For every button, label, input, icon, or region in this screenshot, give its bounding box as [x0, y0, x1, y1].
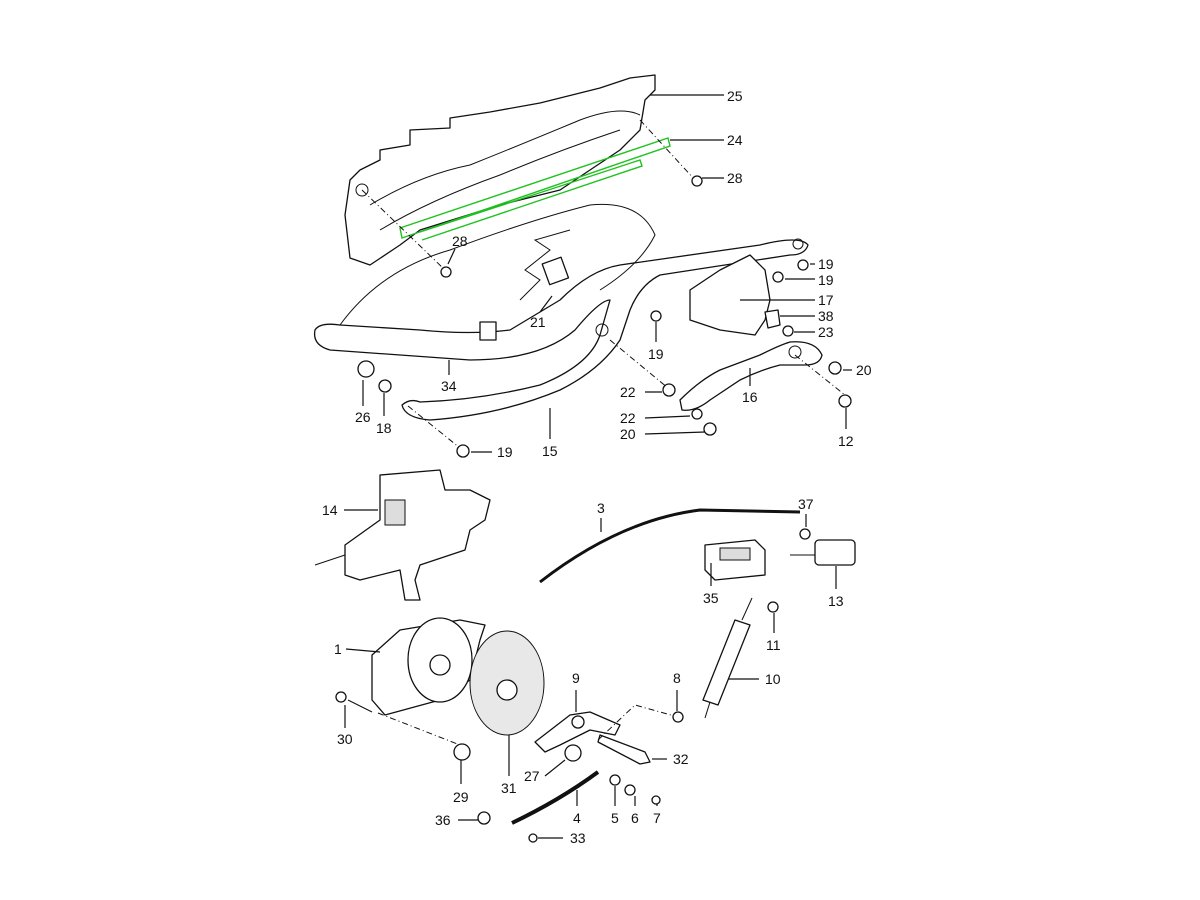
- nut-5-icon: [609, 774, 621, 786]
- callout-33[interactable]: 33: [570, 830, 586, 846]
- part-4-link-rod: [511, 770, 600, 825]
- part-1-mechanism: [371, 617, 486, 716]
- callout-23[interactable]: 23: [818, 324, 834, 340]
- part-35-module: [704, 539, 766, 581]
- callout-20[interactable]: 20: [620, 426, 636, 442]
- callout-34[interactable]: 34: [441, 378, 457, 394]
- bolt-32-icon: [597, 734, 651, 765]
- callout-38[interactable]: 38: [818, 308, 834, 324]
- nut-22-icon: [662, 383, 676, 397]
- clip-20-icon: [828, 361, 842, 375]
- callout-30[interactable]: 30: [337, 731, 353, 747]
- callout-32[interactable]: 32: [673, 751, 689, 767]
- callout-28[interactable]: 28: [452, 233, 468, 249]
- part-13-motor: [790, 539, 856, 566]
- part-3-cable: [539, 508, 801, 584]
- clip-37-icon: [799, 528, 811, 540]
- nut-22-icon: [691, 408, 703, 420]
- callout-13[interactable]: 13: [828, 593, 844, 609]
- screw-28-icon: [691, 175, 703, 187]
- callout-15[interactable]: 15: [542, 443, 558, 459]
- callout-4[interactable]: 4: [573, 810, 581, 826]
- callout-8[interactable]: 8: [673, 670, 681, 686]
- callout-5[interactable]: 5: [611, 810, 619, 826]
- nut-6-icon: [624, 784, 636, 796]
- callout-14[interactable]: 14: [322, 502, 338, 518]
- screw-28-icon: [440, 266, 452, 278]
- part-10-gas-spring: [702, 597, 753, 719]
- nut-19-icon: [772, 271, 784, 283]
- part-14-control-unit: [314, 469, 491, 601]
- nut-19-icon: [650, 310, 662, 322]
- callout-25[interactable]: 25: [727, 88, 743, 104]
- screw-30-icon: [335, 691, 347, 703]
- bushing-27-icon: [564, 744, 582, 762]
- callout-11[interactable]: 11: [766, 637, 781, 653]
- callout-22[interactable]: 22: [620, 410, 636, 426]
- callout-24[interactable]: 24: [727, 132, 743, 148]
- clip-20-icon: [703, 422, 717, 436]
- part-16-arm: [679, 341, 823, 411]
- nut-19-icon: [797, 259, 809, 271]
- washer-29-icon: [453, 743, 471, 761]
- callout-19[interactable]: 19: [497, 444, 513, 460]
- screw-33-icon: [528, 833, 538, 843]
- callout-20[interactable]: 20: [856, 362, 872, 378]
- callout-17[interactable]: 17: [818, 292, 834, 308]
- nut-19-icon: [456, 444, 470, 458]
- nut-36-icon: [477, 811, 491, 825]
- part-9-lever: [534, 711, 621, 753]
- screw-7-icon: [651, 795, 661, 805]
- callout-29[interactable]: 29: [453, 789, 469, 805]
- callout-1[interactable]: 1: [334, 641, 342, 657]
- leader-line: [539, 295, 553, 313]
- callout-31[interactable]: 31: [501, 780, 517, 796]
- leader-line: [644, 415, 691, 419]
- part-34-15-seat-frame: [313, 203, 809, 421]
- leader-lines: [344, 94, 852, 839]
- part-17-bracket: [689, 254, 781, 336]
- part-25-frame: [344, 74, 656, 266]
- leader-line: [345, 648, 381, 653]
- callout-36[interactable]: 36: [435, 812, 451, 828]
- nut-18-icon: [378, 379, 392, 393]
- leader-line: [644, 431, 706, 435]
- callout-27[interactable]: 27: [524, 768, 540, 784]
- callout-28[interactable]: 28: [727, 170, 743, 186]
- callout-16[interactable]: 16: [742, 389, 758, 405]
- small-parts: [335, 259, 852, 843]
- callout-10[interactable]: 10: [765, 671, 781, 687]
- callout-12[interactable]: 12: [838, 433, 854, 449]
- part-24-rail-highlighted: [399, 137, 671, 241]
- nut-11-icon: [767, 601, 779, 613]
- clip-26-icon: [357, 360, 375, 378]
- callout-19[interactable]: 19: [818, 272, 834, 288]
- callout-9[interactable]: 9: [572, 670, 580, 686]
- callout-21[interactable]: 21: [530, 314, 546, 330]
- callout-35[interactable]: 35: [703, 590, 719, 606]
- callout-18[interactable]: 18: [376, 420, 392, 436]
- callout-3[interactable]: 3: [597, 500, 605, 516]
- nut-8-icon: [672, 711, 684, 723]
- callout-26[interactable]: 26: [355, 409, 371, 425]
- callout-19[interactable]: 19: [818, 256, 834, 272]
- leader-line: [544, 759, 566, 777]
- callout-22[interactable]: 22: [620, 384, 636, 400]
- callout-37[interactable]: 37: [798, 496, 814, 512]
- callout-19[interactable]: 19: [648, 346, 664, 362]
- nut-23-icon: [782, 325, 794, 337]
- leader-line: [447, 248, 456, 265]
- callout-6[interactable]: 6: [631, 810, 639, 826]
- clip-12-icon: [838, 394, 852, 408]
- callout-7[interactable]: 7: [653, 810, 661, 826]
